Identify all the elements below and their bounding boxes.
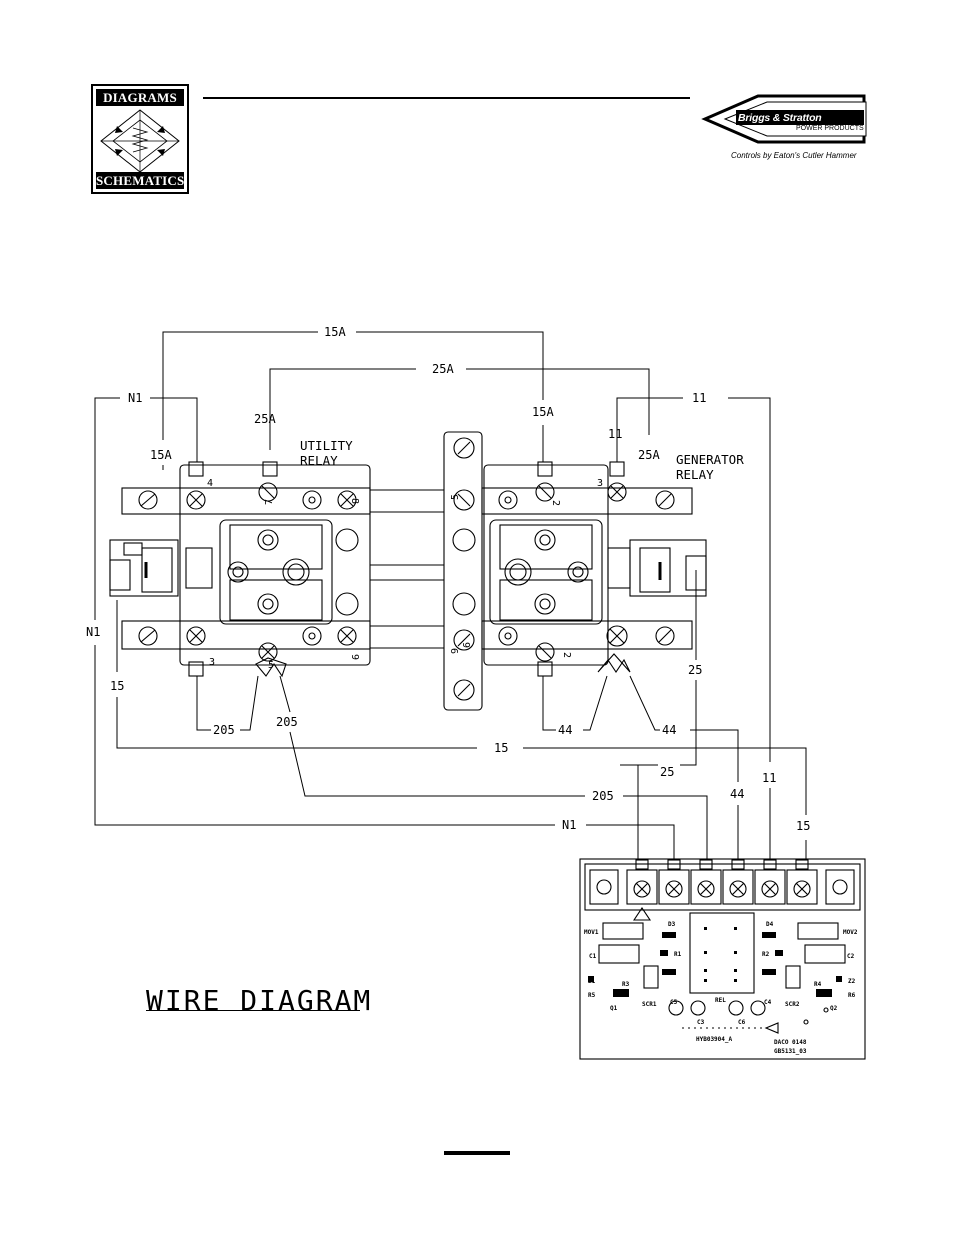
pcb-label: Z1 [588, 978, 596, 985]
diagram-title: WIRE DIAGRAM [146, 984, 373, 1017]
terminal-label: 9 [450, 648, 461, 654]
wire-label: 15 [110, 679, 124, 693]
pcb-label: Q1 [610, 1005, 618, 1012]
terminal-label: 6 [462, 642, 473, 648]
wire-label: 205 [213, 723, 235, 737]
pcb-label: D3 [668, 921, 676, 928]
terminal-label: 3 [209, 657, 215, 668]
wire-label: 44 [730, 787, 744, 801]
pcb-date-code: DACO 0148 [774, 1039, 807, 1046]
generator-relay-label-2: RELAY [676, 467, 714, 482]
pcb-label: Z2 [848, 978, 856, 985]
pcb-label: C6 [738, 1019, 746, 1026]
wire-label: N1 [562, 818, 576, 832]
pcb-label: R5 [588, 992, 596, 999]
terminal-label: 9 [349, 654, 360, 660]
title-underline [146, 1010, 360, 1011]
terminal-label: 4 [207, 478, 213, 489]
wire-label: 11 [762, 771, 776, 785]
pcb-label: D2 [766, 969, 774, 976]
wire-label: N1 [86, 625, 100, 639]
logo-bottom-text: SCHEMATICS [96, 172, 185, 189]
wire-label: 11 [692, 391, 706, 405]
terminal-label: 5 [450, 494, 461, 500]
utility-relay-label-2: RELAY [300, 453, 338, 468]
header-rule [203, 97, 690, 99]
pcb-label: D4 [766, 921, 774, 928]
terminal-label: 8 [349, 498, 360, 504]
brand-tagline: Controls by Eaton's Cutler Hammer [731, 151, 857, 160]
generator-relay [481, 461, 707, 677]
terminal-label: 2 [550, 500, 561, 506]
pcb-label: R4 [814, 981, 822, 988]
diagrams-schematics-logo: DIAGRAMS & SCHEMATICS [91, 84, 189, 194]
pcb-label: C5 [670, 999, 678, 1006]
pcb-label: SCR2 [785, 1001, 800, 1008]
wire-label: 15 [494, 741, 508, 755]
wire-label: 25A [432, 362, 454, 376]
briggs-stratton-logo [701, 94, 867, 144]
pcb-label: C1 [589, 953, 597, 960]
brand-name: Briggs & Stratton [738, 112, 822, 124]
generator-relay-label-1: GENERATOR [676, 452, 744, 467]
pcb-label: REL [715, 997, 726, 1004]
wire-label: 205 [592, 789, 614, 803]
pcb-board-code: GB5131_03 [774, 1048, 807, 1055]
terminal-label: 2 [561, 652, 572, 658]
terminal-label: 3 [597, 478, 603, 489]
utility-relay [109, 461, 444, 678]
center-mounting-bar [443, 431, 483, 711]
pcb-label: R3 [622, 981, 630, 988]
control-board [579, 858, 866, 1060]
pcb-part-number: HYB03904_A [696, 1036, 733, 1043]
wire-label: 25 [688, 663, 702, 677]
wire-label: 25A [254, 412, 276, 426]
wire-label: 15 [796, 819, 810, 833]
page-number-bar [444, 1151, 510, 1155]
wire-label: 44 [662, 723, 676, 737]
terminal-label: 5 [268, 660, 274, 671]
wire-label: 15A [324, 325, 346, 339]
wire-label: 25 [660, 765, 674, 779]
pcb-label: R1 [674, 951, 682, 958]
terminal-label: 7 [264, 499, 275, 505]
utility-relay-label-1: UTILITY [300, 438, 353, 453]
wire-label: 44 [558, 723, 572, 737]
pcb-label: R6 [848, 992, 856, 999]
brand-subtitle: POWER PRODUCTS [796, 125, 864, 132]
wire-label: 205 [276, 715, 298, 729]
pcb-label: C3 [697, 1019, 705, 1026]
wire-label: N1 [128, 391, 142, 405]
wire-label: 15A [532, 405, 554, 419]
pcb-label: R2 [762, 951, 770, 958]
wire-label: 11 [608, 427, 622, 441]
pcb-label: D1 [668, 969, 676, 976]
pcb-label: C2 [847, 953, 855, 960]
pcb-label: Q2 [830, 1005, 838, 1012]
wire-label: 15A [150, 448, 172, 462]
pcb-label: SCR1 [642, 1001, 657, 1008]
wire-label: 25A [638, 448, 660, 462]
pcb-label: MOV1 [584, 929, 599, 936]
pcb-label: C4 [764, 999, 772, 1006]
pcb-label: MOV2 [843, 929, 858, 936]
